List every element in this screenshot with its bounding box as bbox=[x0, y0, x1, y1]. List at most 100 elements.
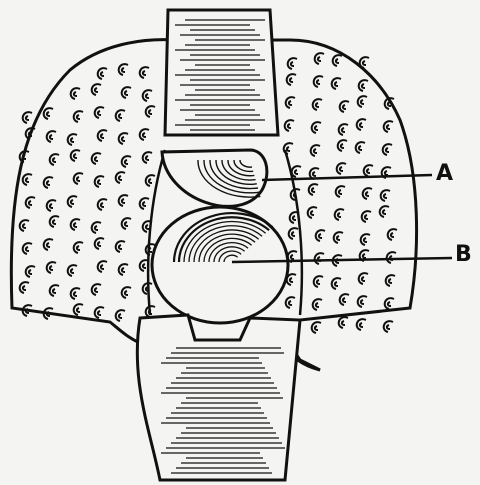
texture-mark bbox=[140, 67, 149, 78]
texture-mark bbox=[340, 101, 349, 112]
texture-mark bbox=[358, 296, 367, 307]
texture-mark bbox=[314, 276, 323, 287]
label-b: B bbox=[455, 244, 472, 266]
texture-mark bbox=[335, 209, 344, 220]
texture-mark bbox=[98, 261, 107, 272]
texture-mark bbox=[309, 184, 318, 195]
texture-mark bbox=[315, 53, 324, 64]
texture-mark bbox=[122, 87, 131, 98]
texture-mark bbox=[92, 153, 101, 164]
texture-mark bbox=[119, 195, 128, 206]
texture-mark bbox=[380, 206, 389, 217]
texture-mark bbox=[98, 68, 107, 79]
texture-mark bbox=[334, 232, 343, 243]
texture-mark bbox=[384, 321, 393, 332]
texture-mark bbox=[313, 99, 322, 110]
texture-mark bbox=[361, 234, 370, 245]
texture-mark bbox=[50, 216, 59, 227]
texture-mark bbox=[289, 228, 298, 239]
texture-mark bbox=[71, 219, 80, 230]
texture-mark bbox=[339, 124, 348, 135]
texture-mark bbox=[44, 177, 53, 188]
texture-mark bbox=[336, 186, 345, 197]
texture-mark bbox=[122, 287, 131, 298]
texture-mark bbox=[95, 176, 104, 187]
texture-mark bbox=[360, 57, 369, 68]
texture-mark bbox=[119, 64, 128, 75]
texture-mark bbox=[314, 76, 323, 87]
texture-mark bbox=[143, 152, 152, 163]
texture-mark bbox=[385, 298, 394, 309]
texture-mark bbox=[386, 275, 395, 286]
texture-mark bbox=[92, 284, 101, 295]
texture-mark bbox=[388, 229, 397, 240]
texture-mark bbox=[20, 220, 29, 231]
texture-mark bbox=[119, 264, 128, 275]
texture-mark bbox=[357, 119, 366, 130]
texture-mark bbox=[26, 266, 35, 277]
texture-mark bbox=[50, 154, 59, 165]
texture-mark bbox=[50, 285, 59, 296]
texture-mark bbox=[44, 239, 53, 250]
texture-mark bbox=[71, 88, 80, 99]
texture-mark bbox=[313, 299, 322, 310]
texture-mark bbox=[23, 243, 32, 254]
texture-mark bbox=[383, 144, 392, 155]
texture-mark bbox=[358, 96, 367, 107]
texture-mark bbox=[333, 55, 342, 66]
texture-mark bbox=[74, 173, 83, 184]
texture-mark bbox=[26, 197, 35, 208]
texture-mark bbox=[288, 58, 297, 69]
texture-mark bbox=[122, 156, 131, 167]
texture-mark bbox=[116, 241, 125, 252]
texture-mark bbox=[316, 230, 325, 241]
texture-mark bbox=[340, 294, 349, 305]
leader-line-a bbox=[262, 175, 432, 180]
texture-mark bbox=[311, 145, 320, 156]
texture-mark bbox=[44, 108, 53, 119]
texture-mark bbox=[364, 165, 373, 176]
texture-mark bbox=[116, 110, 125, 121]
texture-mark bbox=[71, 150, 80, 161]
label-a: A bbox=[436, 163, 453, 185]
texture-mark bbox=[315, 253, 324, 264]
texture-mark bbox=[359, 80, 368, 91]
texture-mark bbox=[68, 265, 77, 276]
texture-mark bbox=[74, 304, 83, 315]
texture-mark bbox=[47, 131, 56, 142]
ball-a bbox=[162, 150, 267, 206]
texture-mark bbox=[339, 317, 348, 328]
texture-mark bbox=[23, 174, 32, 185]
texture-mark bbox=[71, 288, 80, 299]
texture-mark bbox=[285, 120, 294, 131]
texture-mark bbox=[332, 278, 341, 289]
texture-mark bbox=[286, 297, 295, 308]
texture-mark bbox=[357, 319, 366, 330]
texture-mark bbox=[384, 121, 393, 132]
texture-mark bbox=[23, 112, 32, 123]
texture-mark bbox=[143, 90, 152, 101]
texture-mark bbox=[332, 78, 341, 89]
texture-mark bbox=[140, 198, 149, 209]
texture-mark bbox=[119, 133, 128, 144]
texture-mark bbox=[356, 142, 365, 153]
texture-mark bbox=[140, 129, 149, 140]
texture-mark bbox=[387, 252, 396, 263]
texture-mark bbox=[47, 262, 56, 273]
texture-mark bbox=[92, 84, 101, 95]
texture-mark bbox=[359, 273, 368, 284]
texture-mark bbox=[292, 166, 301, 177]
texture-mark bbox=[338, 140, 347, 151]
upper-shaft bbox=[165, 10, 278, 135]
texture-mark bbox=[308, 207, 317, 218]
ball-b bbox=[152, 207, 288, 323]
texture-mark bbox=[146, 106, 155, 117]
texture-mark bbox=[95, 307, 104, 318]
texture-mark bbox=[68, 196, 77, 207]
texture-mark bbox=[287, 74, 296, 85]
texture-mark bbox=[337, 163, 346, 174]
texture-mark bbox=[116, 172, 125, 183]
texture-mark bbox=[362, 211, 371, 222]
texture-mark bbox=[381, 190, 390, 201]
